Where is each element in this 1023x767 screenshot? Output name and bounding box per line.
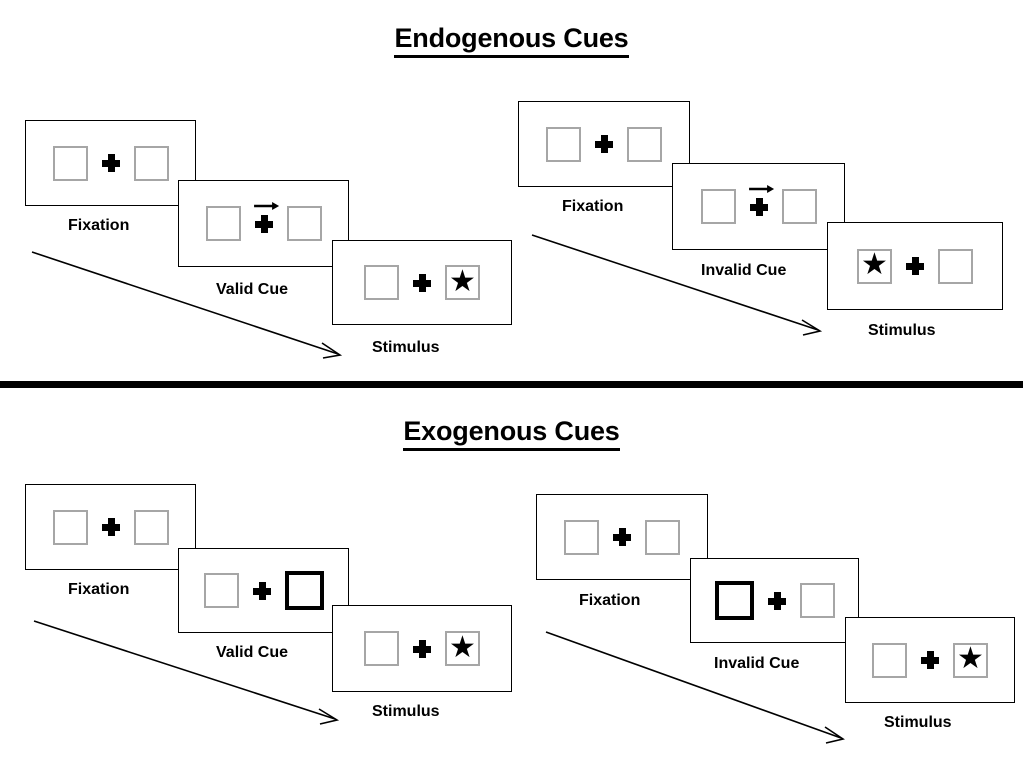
star-icon: ★	[449, 630, 476, 664]
fixation-cross-area	[754, 591, 800, 610]
star-icon: ★	[957, 642, 984, 675]
right-placeholder-box	[799, 583, 835, 618]
panel-content: ★	[828, 223, 1002, 309]
right-placeholder-box	[133, 145, 169, 181]
panel-content	[179, 181, 348, 266]
left-placeholder-box	[52, 509, 88, 545]
section-title-endogenous-text: Endogenous Cues	[394, 23, 629, 58]
fixation-cross-area	[88, 518, 134, 536]
left-placeholder-box	[546, 126, 581, 162]
plus-cross-icon	[252, 581, 271, 600]
fixation-cross-area	[907, 651, 953, 669]
fixation-cross-area	[581, 135, 627, 153]
plus-cross-icon	[254, 214, 273, 233]
plus-cross-icon	[595, 135, 613, 153]
panel-exogenous-invalid-cue	[690, 558, 859, 643]
fixation-cross-area	[399, 273, 445, 292]
section-title-exogenous: Exogenous Cues	[0, 416, 1023, 451]
plus-cross-icon	[921, 651, 939, 669]
panel-exogenous-invalid-fixation	[536, 494, 708, 580]
star-icon: ★	[449, 264, 476, 298]
left-placeholder-box	[364, 265, 399, 300]
plus-cross-icon	[749, 197, 768, 216]
right-placeholder-box	[286, 206, 322, 241]
star-icon: ★	[861, 248, 888, 281]
plus-cross-icon	[101, 518, 120, 536]
panel-content: ★	[846, 618, 1014, 702]
fixation-cross-area	[399, 639, 445, 658]
plus-cross-icon	[767, 591, 786, 610]
right-cued-box	[284, 571, 324, 610]
section-title-endogenous: Endogenous Cues	[0, 23, 1023, 58]
panel-endogenous-valid-cue	[178, 180, 349, 267]
left-placeholder-box	[203, 573, 239, 608]
right-placeholder-box	[645, 519, 680, 555]
left-placeholder-box	[564, 519, 599, 555]
caption-endogenous-invalid-stimulus: Stimulus	[868, 322, 936, 339]
caption-endogenous-invalid-fixation: Fixation	[562, 198, 624, 215]
caption-exogenous-valid-cue: Valid Cue	[216, 644, 289, 661]
panel-content	[26, 121, 195, 205]
caption-endogenous-valid-stimulus: Stimulus	[372, 339, 440, 356]
fixation-cross-area	[892, 257, 938, 275]
caption-exogenous-invalid-fixation: Fixation	[579, 592, 641, 609]
caption-endogenous-valid-fixation: Fixation	[68, 217, 130, 234]
panel-content	[179, 549, 348, 632]
left-target-box: ★	[857, 248, 892, 284]
panel-exogenous-valid-cue	[178, 548, 349, 633]
caption-endogenous-invalid-cue: Invalid Cue	[701, 262, 787, 279]
panel-content	[691, 559, 858, 642]
right-placeholder-box	[133, 509, 169, 545]
panel-exogenous-valid-fixation	[25, 484, 196, 570]
panel-content: ★	[333, 241, 511, 324]
caption-exogenous-valid-stimulus: Stimulus	[372, 703, 440, 720]
caption-exogenous-invalid-stimulus: Stimulus	[884, 714, 952, 731]
left-placeholder-box	[205, 206, 241, 241]
fixation-cross-area	[88, 154, 134, 172]
section-title-exogenous-text: Exogenous Cues	[403, 416, 620, 451]
panel-exogenous-invalid-stimulus: ★	[845, 617, 1015, 703]
arrow-right-icon	[253, 201, 279, 213]
right-placeholder-box	[938, 248, 973, 284]
panel-content	[673, 164, 844, 249]
right-target-box: ★	[953, 642, 988, 678]
fixation-cross-area	[599, 528, 645, 546]
fixation-cross-area	[241, 201, 287, 233]
panel-endogenous-invalid-fixation	[518, 101, 690, 187]
panel-endogenous-invalid-stimulus: ★	[827, 222, 1003, 310]
left-placeholder-box	[52, 145, 88, 181]
plus-cross-icon	[101, 154, 120, 172]
plus-cross-icon	[413, 639, 431, 658]
fixation-cross-area	[239, 581, 285, 600]
right-target-box: ★	[445, 631, 480, 666]
panel-content	[519, 102, 689, 186]
time-flow-arrow-exogenous-invalid	[544, 628, 854, 746]
right-target-box: ★	[445, 265, 480, 300]
panel-content	[26, 485, 195, 569]
time-flow-arrow-exogenous-valid	[32, 617, 347, 727]
panel-endogenous-invalid-cue	[672, 163, 845, 250]
panel-endogenous-valid-fixation	[25, 120, 196, 206]
caption-exogenous-valid-fixation: Fixation	[68, 581, 130, 598]
left-placeholder-box	[872, 642, 907, 678]
panel-exogenous-valid-stimulus: ★	[332, 605, 512, 692]
left-placeholder-box	[700, 189, 736, 224]
panel-endogenous-valid-stimulus: ★	[332, 240, 512, 325]
fixation-cross-area	[736, 184, 782, 216]
right-placeholder-box	[781, 189, 817, 224]
plus-cross-icon	[613, 528, 631, 546]
caption-exogenous-invalid-cue: Invalid Cue	[714, 655, 800, 672]
right-placeholder-box	[627, 126, 662, 162]
caption-endogenous-valid-cue: Valid Cue	[216, 281, 289, 298]
arrow-right-icon	[748, 184, 774, 196]
left-cued-box	[714, 581, 754, 620]
panel-content: ★	[333, 606, 511, 691]
left-placeholder-box	[364, 631, 399, 666]
plus-cross-icon	[413, 273, 431, 292]
plus-cross-icon	[906, 257, 924, 275]
panel-content	[537, 495, 707, 579]
section-divider	[0, 381, 1023, 388]
